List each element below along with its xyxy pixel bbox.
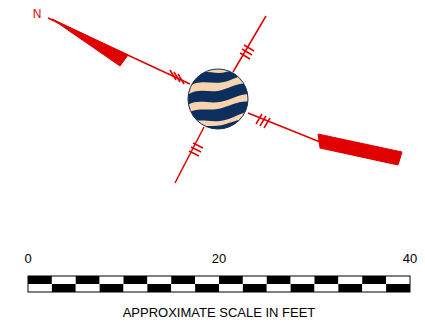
scale-check [171, 284, 195, 292]
scale-check [267, 276, 291, 284]
scale-check [243, 284, 267, 292]
scale-check [147, 284, 171, 292]
scale-check [267, 284, 291, 292]
scale-number: 0 [24, 252, 31, 265]
scale-check [195, 276, 219, 284]
scale-check [386, 284, 410, 292]
scale-check [52, 276, 76, 284]
scale-check [76, 284, 100, 292]
scale-check [124, 276, 148, 284]
scale-check [243, 276, 267, 284]
scale-check [315, 284, 339, 292]
scale-check [100, 284, 124, 292]
north-letter: N [33, 8, 42, 20]
north-arrow [48, 16, 402, 183]
logo-globe [186, 67, 250, 132]
scale-bar [28, 276, 410, 292]
scale-check [195, 284, 219, 292]
scale-check [76, 276, 100, 284]
scale-number: 40 [403, 252, 417, 265]
scale-check [28, 284, 52, 292]
scale-check [291, 276, 315, 284]
scale-frame [28, 276, 410, 292]
scale-check [386, 276, 410, 284]
scale-check [147, 276, 171, 284]
scale-number: 20 [212, 252, 226, 265]
scale-check [362, 276, 386, 284]
scale-check [219, 284, 243, 292]
scale-check [338, 284, 362, 292]
scale-check [124, 284, 148, 292]
scale-check [338, 276, 362, 284]
scale-check [291, 284, 315, 292]
scale-check [28, 276, 52, 284]
scale-check [52, 284, 76, 292]
scale-check [362, 284, 386, 292]
scale-caption: APPROXIMATE SCALE IN FEET [123, 306, 316, 319]
scale-check [315, 276, 339, 284]
scale-check [100, 276, 124, 284]
scale-check [219, 276, 243, 284]
scale-check [171, 276, 195, 284]
